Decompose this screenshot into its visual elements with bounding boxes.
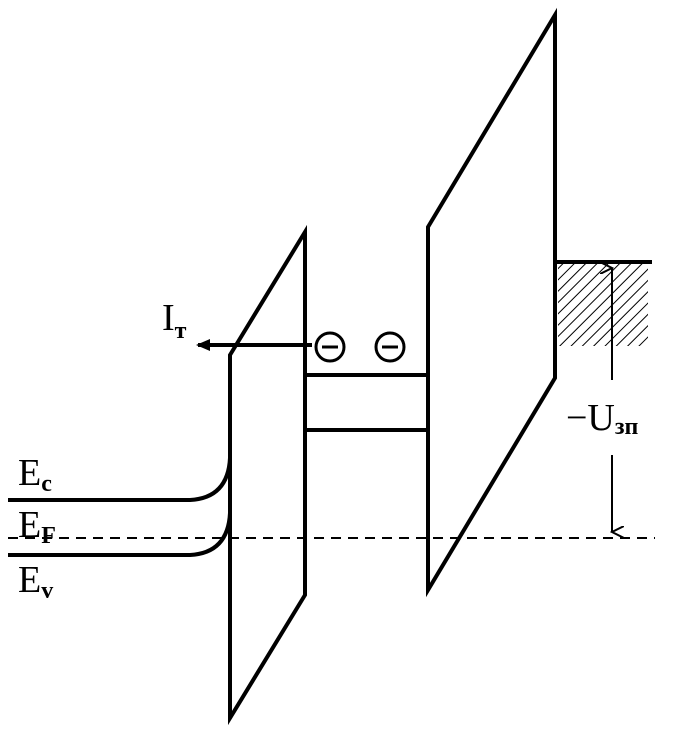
electron-2 — [374, 331, 406, 363]
electron-1 — [314, 331, 346, 363]
fermi-level-label: EF — [18, 504, 56, 549]
gate-voltage-label-bg — [560, 388, 670, 446]
blocking-oxide-barrier — [426, 7, 557, 598]
tunnel-oxide-barrier — [228, 224, 307, 726]
conduction-band-label: Ec — [18, 452, 52, 497]
gate-voltage-label: −Uзп — [566, 397, 639, 440]
tunnel-current-label: Iт — [162, 297, 187, 344]
gate-metal-hatch — [558, 262, 648, 346]
valence-band-label: Ev — [18, 559, 53, 604]
